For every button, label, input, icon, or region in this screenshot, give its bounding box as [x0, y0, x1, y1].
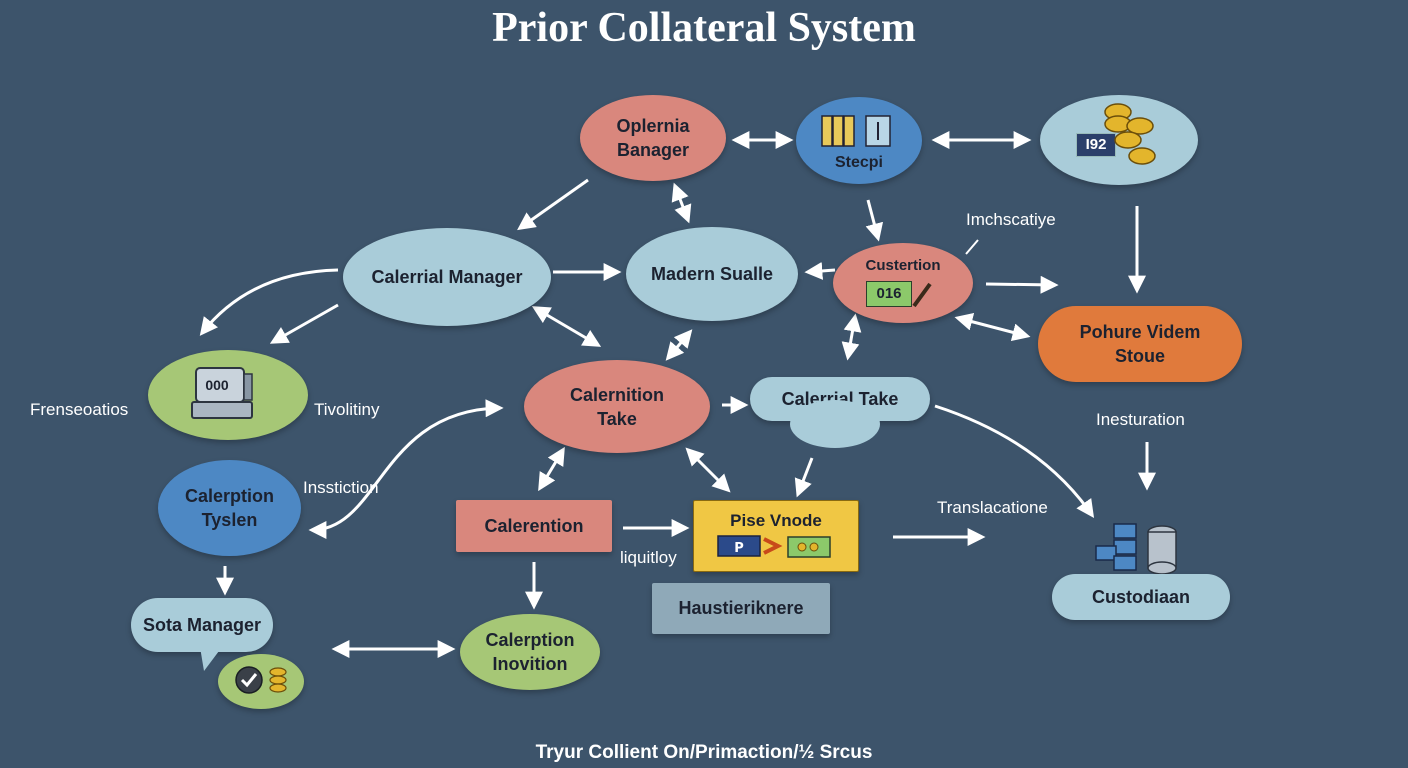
node-stecpi[interactable]: Stecpi [796, 97, 922, 184]
tick-mark-icon [965, 239, 979, 255]
arrow-calernition-calerention [538, 446, 565, 492]
label-imchscatiye: Imchscatiye [966, 210, 1056, 229]
arrow-ops-collateral [517, 178, 589, 231]
database-servers-icon [1095, 523, 1177, 575]
label-frenseoatios: Frenseoatios [30, 400, 129, 419]
svg-text:P: P [734, 541, 744, 556]
node-calernition-take[interactable]: Calernition Take [524, 360, 710, 453]
arrow-custertion-take [841, 313, 862, 361]
node-sota-manager-label: Sota Manager [142, 614, 262, 635]
node-calerption-inovition-line2: Inovition [492, 654, 568, 674]
node-custertion-label: Custertion [865, 257, 941, 274]
label-insstiction: Insstiction [303, 478, 379, 497]
freight-terminal-badge: 000 [205, 377, 229, 393]
coin-stack-icon [1104, 103, 1156, 165]
node-custodiaan[interactable]: Custodiaan [1052, 574, 1230, 620]
arrow-take-custodiaan [934, 404, 1095, 518]
node-calerention-label: Calerention [484, 515, 584, 536]
pencil-icon [912, 282, 932, 308]
server-rack-icon [821, 115, 891, 147]
node-collateral-manager-label: Calerrial Manager [371, 266, 523, 287]
node-operations-manager-line1: Oplernia [616, 116, 690, 136]
node-calernition-take-line2: Take [597, 408, 637, 429]
label-translacatione: Translacatione [937, 498, 1048, 517]
node-haustierknere[interactable]: Haustieriknere [652, 583, 830, 634]
diagram-title: Prior Collateral System [492, 5, 916, 51]
node-operations-manager-line2: Banager [616, 140, 690, 160]
node-modern-scale-label: Madern Sualle [650, 263, 774, 284]
arrow-take-pise [794, 457, 814, 498]
arrow-tyslen-calernition [308, 399, 504, 539]
arrow-custertion-future [985, 275, 1059, 294]
node-calerption-tyslen[interactable]: Calerption Tyslen [158, 460, 301, 556]
coins-badge: I92 [1076, 133, 1116, 157]
label-tivolitiny: Tivolitiny [314, 400, 380, 419]
label-instauration: Inesturation [1096, 410, 1185, 429]
arrow-calernition-pise [685, 447, 731, 493]
arrow-stecpi-custertion [865, 199, 884, 242]
custertion-badge: 016 [866, 281, 912, 307]
node-haustierknere-label: Haustieriknere [678, 598, 804, 618]
transfer-icon: P [717, 535, 831, 558]
diagram-footer: Tryur Collient On/Primaction/½ Srcus [535, 742, 873, 763]
terminal-machine-icon [191, 367, 253, 419]
check-coins-icon [235, 666, 287, 694]
node-stecpi-label: Stecpi [834, 154, 883, 171]
node-calerption-inovition[interactable]: Calerption Inovition [460, 614, 600, 690]
arrow-collateral-freight [269, 303, 339, 344]
label-liquitloy: liquitloy [620, 548, 677, 567]
node-future-vendor-store[interactable]: Pohure Videm Stoue [1038, 306, 1242, 382]
node-calerption-tyslen-line1: Calerption [184, 486, 274, 506]
node-future-vendor-store-line2: Stoue [1114, 346, 1165, 366]
calerrial-take-cloud-bump [790, 400, 880, 448]
node-modern-scale[interactable]: Madern Sualle [626, 227, 798, 321]
node-future-vendor-store-line1: Pohure Videm [1079, 322, 1201, 342]
arrow-custertion-modern [804, 261, 836, 280]
node-calerention[interactable]: Calerention [456, 500, 612, 552]
node-pise-vnode-label: Pise Vnode [730, 511, 822, 530]
arrow-future-custertion [954, 312, 1031, 342]
node-calerption-inovition-line1: Calerption [485, 630, 575, 650]
node-calernition-take-line1: Calernition [569, 384, 664, 405]
node-operations-manager[interactable]: Oplernia Banager [580, 95, 726, 181]
speech-tail-icon [200, 647, 222, 671]
node-calerption-tyslen-line2: Tyslen [201, 510, 258, 530]
node-collateral-manager[interactable]: Calerrial Manager [343, 228, 551, 326]
arrow-collateral-calernition [531, 306, 602, 347]
arrow-modern-calernition [665, 329, 693, 361]
arrow-ops-modern [671, 182, 692, 224]
node-sota-manager[interactable]: Sota Manager [131, 598, 273, 652]
node-custodiaan-label: Custodiaan [1091, 586, 1190, 607]
arrow-collateral-freight-curve [199, 268, 339, 336]
